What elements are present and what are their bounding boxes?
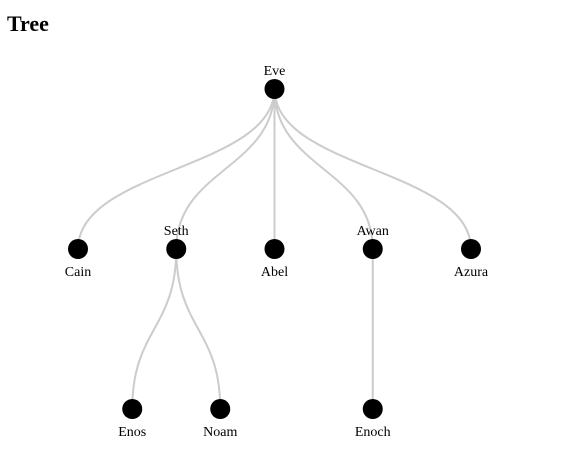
node-label: Abel [261, 265, 288, 280]
tree-link-eve-cain [77, 88, 276, 250]
tree-node-azura[interactable]: Azura [454, 239, 489, 280]
node-circle[interactable] [362, 239, 383, 259]
tree-link-eve-azura [273, 88, 472, 250]
tree-node-cain[interactable]: Cain [65, 239, 91, 280]
node-label: Seth [164, 224, 189, 239]
node-circle[interactable] [68, 239, 88, 259]
tree-node-noam[interactable]: Noam [203, 399, 237, 440]
tree-node-enos[interactable]: Enos [118, 399, 146, 440]
node-label: Noam [203, 425, 237, 440]
tree-node-enoch[interactable]: Enoch [355, 399, 391, 440]
tree-node-abel[interactable]: Abel [261, 239, 288, 280]
tree-link-eve-awan [273, 88, 374, 250]
node-label: Awan [357, 224, 389, 239]
node-circle[interactable] [210, 399, 231, 419]
node-circle[interactable] [362, 399, 383, 419]
node-label: Enos [118, 425, 146, 440]
node-label: Eve [264, 64, 286, 79]
tree-link-seth-enos [131, 248, 178, 410]
tree-link-eve-seth [175, 88, 276, 250]
tree-node-seth[interactable]: Seth [164, 224, 189, 259]
node-circle[interactable] [264, 79, 285, 99]
node-label: Cain [65, 265, 91, 280]
node-circle[interactable] [166, 239, 187, 259]
tree-link-seth-noam [175, 248, 222, 410]
node-circle[interactable] [461, 239, 481, 259]
node-circle[interactable] [264, 239, 285, 259]
node-label: Enoch [355, 425, 391, 440]
node-circle[interactable] [122, 399, 143, 419]
page-title: Tree [7, 11, 49, 36]
tree-links [77, 88, 472, 410]
node-label: Azura [454, 265, 489, 280]
tree-node-awan[interactable]: Awan [357, 224, 389, 259]
tree-node-eve[interactable]: Eve [264, 64, 286, 99]
